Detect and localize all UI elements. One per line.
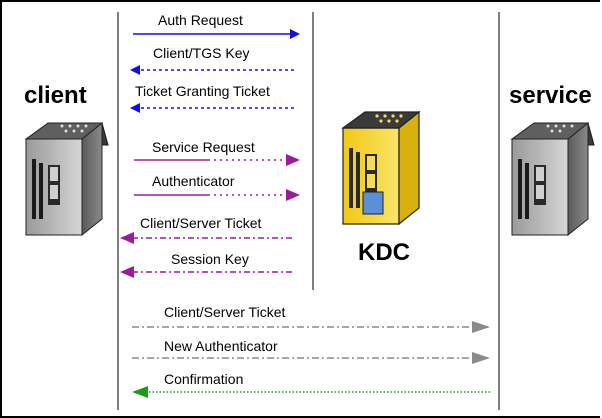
message-label-session-key: Session Key	[171, 251, 249, 267]
message-label-client-server-ticket-kdc: Client/Server Ticket	[140, 215, 261, 231]
message-label-service-request: Service Request	[152, 139, 255, 155]
message-label-client-server-ticket-service: Client/Server Ticket	[164, 304, 285, 320]
message-label-confirmation: Confirmation	[164, 371, 243, 387]
service-server-icon	[510, 121, 595, 237]
message-label-auth-request: Auth Request	[158, 12, 243, 28]
service-label: service	[509, 82, 592, 109]
message-label-authenticator: Authenticator	[152, 173, 235, 189]
client-server-icon	[24, 121, 109, 237]
message-label-client-tgs-key: Client/TGS Key	[153, 45, 249, 61]
kdc-server-icon	[341, 110, 421, 226]
message-label-ticket-granting-ticket: Ticket Granting Ticket	[135, 83, 270, 99]
client-label: client	[24, 82, 87, 109]
message-label-new-authenticator: New Authenticator	[164, 338, 278, 354]
kdc-label: KDC	[358, 239, 410, 266]
